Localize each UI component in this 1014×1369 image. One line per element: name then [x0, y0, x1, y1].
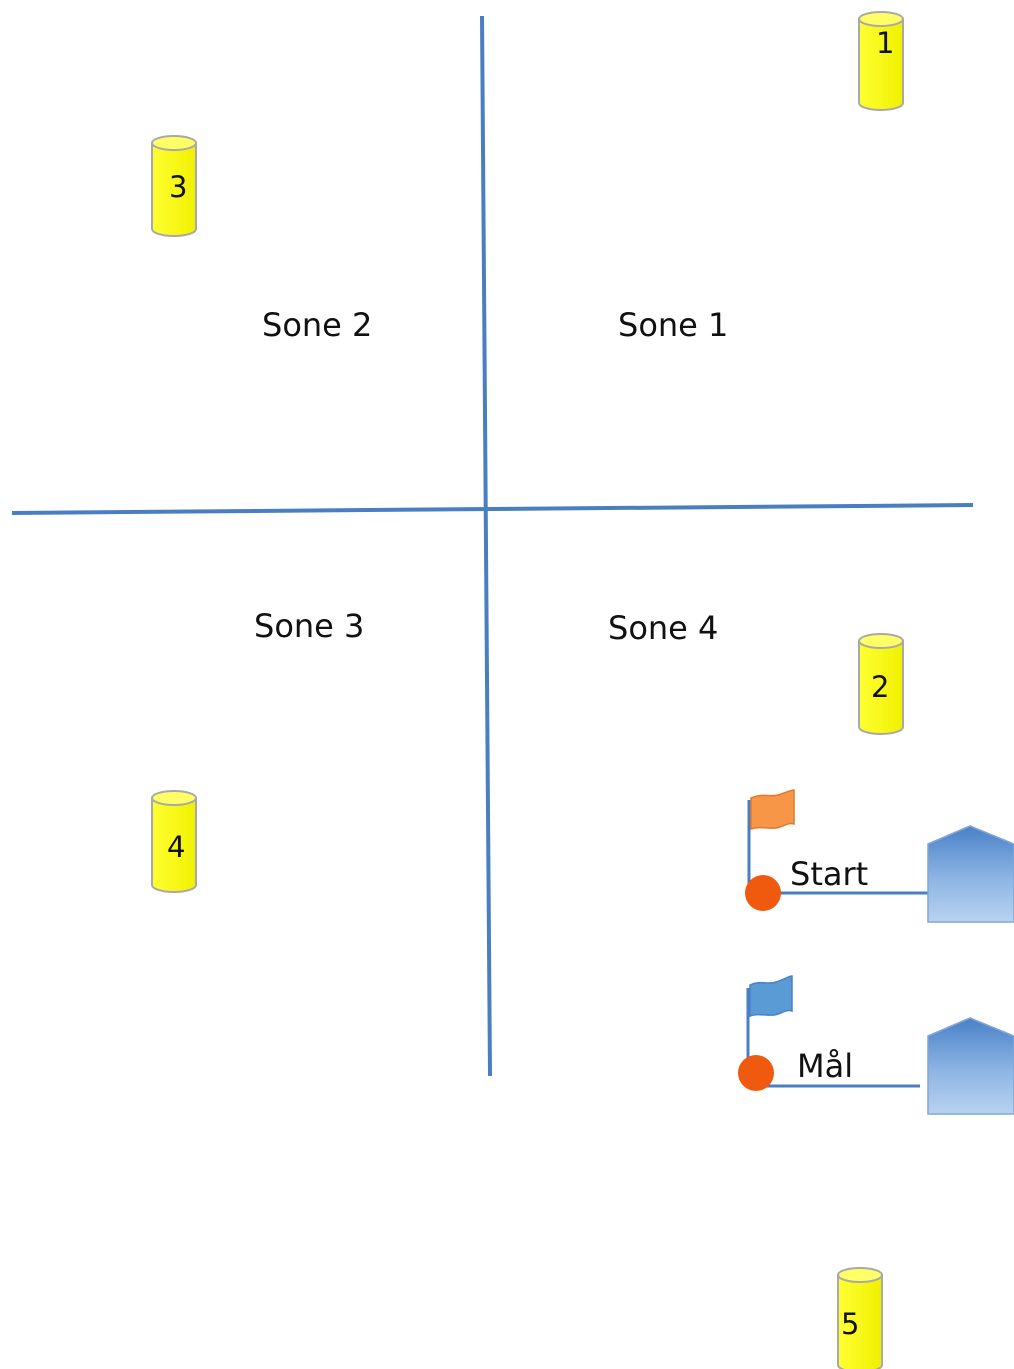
start-label: Start [790, 855, 868, 893]
zone-label-4: Sone 4 [608, 609, 718, 647]
finish-label: Mål [797, 1047, 853, 1085]
finish-dot [738, 1055, 774, 1091]
start-house-icon [927, 825, 1014, 923]
finish-flag-icon [749, 975, 793, 1018]
cone-label-1: 1 [876, 26, 894, 60]
zone-label-2: Sone 2 [262, 306, 372, 344]
start-flag-icon [750, 789, 795, 831]
cone-1: 1 [858, 11, 904, 111]
vertical-divider-line [480, 15, 492, 1077]
cone-4: 4 [151, 790, 197, 893]
start-dot [745, 875, 781, 911]
cone-label-5: 5 [841, 1307, 859, 1341]
horizontal-divider-line [11, 503, 974, 515]
cone-label-4: 4 [167, 830, 185, 864]
start-marker: Start [745, 789, 1014, 923]
zone-label-1: Sone 1 [618, 306, 728, 344]
finish-house-icon [927, 1017, 1014, 1115]
cone-label-3: 3 [169, 170, 187, 204]
cone-3: 3 [151, 135, 197, 237]
cone-2: 2 [858, 633, 904, 735]
zone-label-3: Sone 3 [254, 607, 364, 645]
cone-5: 5 [837, 1267, 883, 1369]
cone-label-2: 2 [871, 670, 889, 704]
finish-marker: Mål [738, 975, 1014, 1115]
